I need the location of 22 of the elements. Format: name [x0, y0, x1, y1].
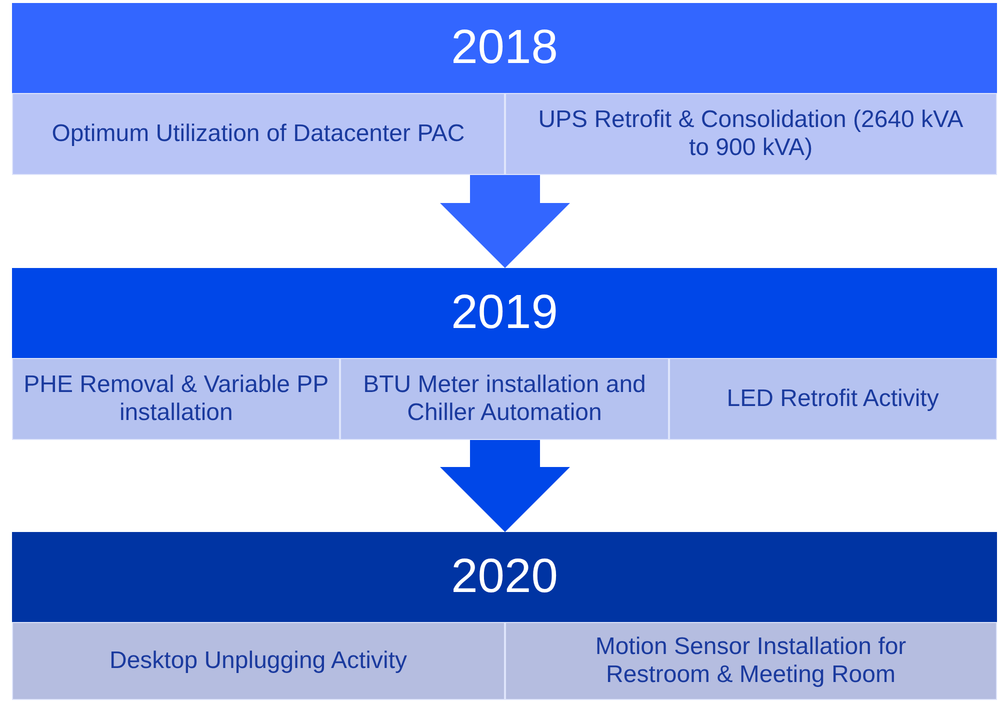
activity-text: PHE Removal & Variable PP installation	[22, 371, 330, 427]
activity-text: Optimum Utilization of Datacenter PAC	[52, 120, 465, 148]
activity-text: UPS Retrofit & Consolidation (2640 kVA to 900 kVA)	[537, 106, 964, 162]
year-panel	[12, 268, 997, 440]
year-panel	[12, 532, 997, 700]
down-arrow	[440, 440, 570, 532]
year-heading: 2019	[451, 289, 558, 337]
activity-box	[668, 358, 997, 440]
year-heading: 2018	[451, 24, 558, 72]
activity-box	[12, 93, 504, 175]
activity-box	[504, 93, 997, 175]
year-heading: 2020	[451, 553, 558, 601]
down-arrow	[440, 175, 570, 268]
activity-box	[504, 622, 997, 700]
activity-box	[340, 358, 669, 440]
activity-text: BTU Meter installation and Chiller Automation	[362, 371, 647, 427]
activity-text: LED Retrofit Activity	[726, 385, 939, 413]
activity-box	[12, 622, 504, 700]
year-panel	[12, 3, 997, 175]
activity-text: Motion Sensor Installation for Restroom & Meeting Room	[594, 633, 908, 689]
activity-box	[12, 358, 340, 440]
activity-text: Desktop Unplugging Activity	[110, 647, 407, 675]
